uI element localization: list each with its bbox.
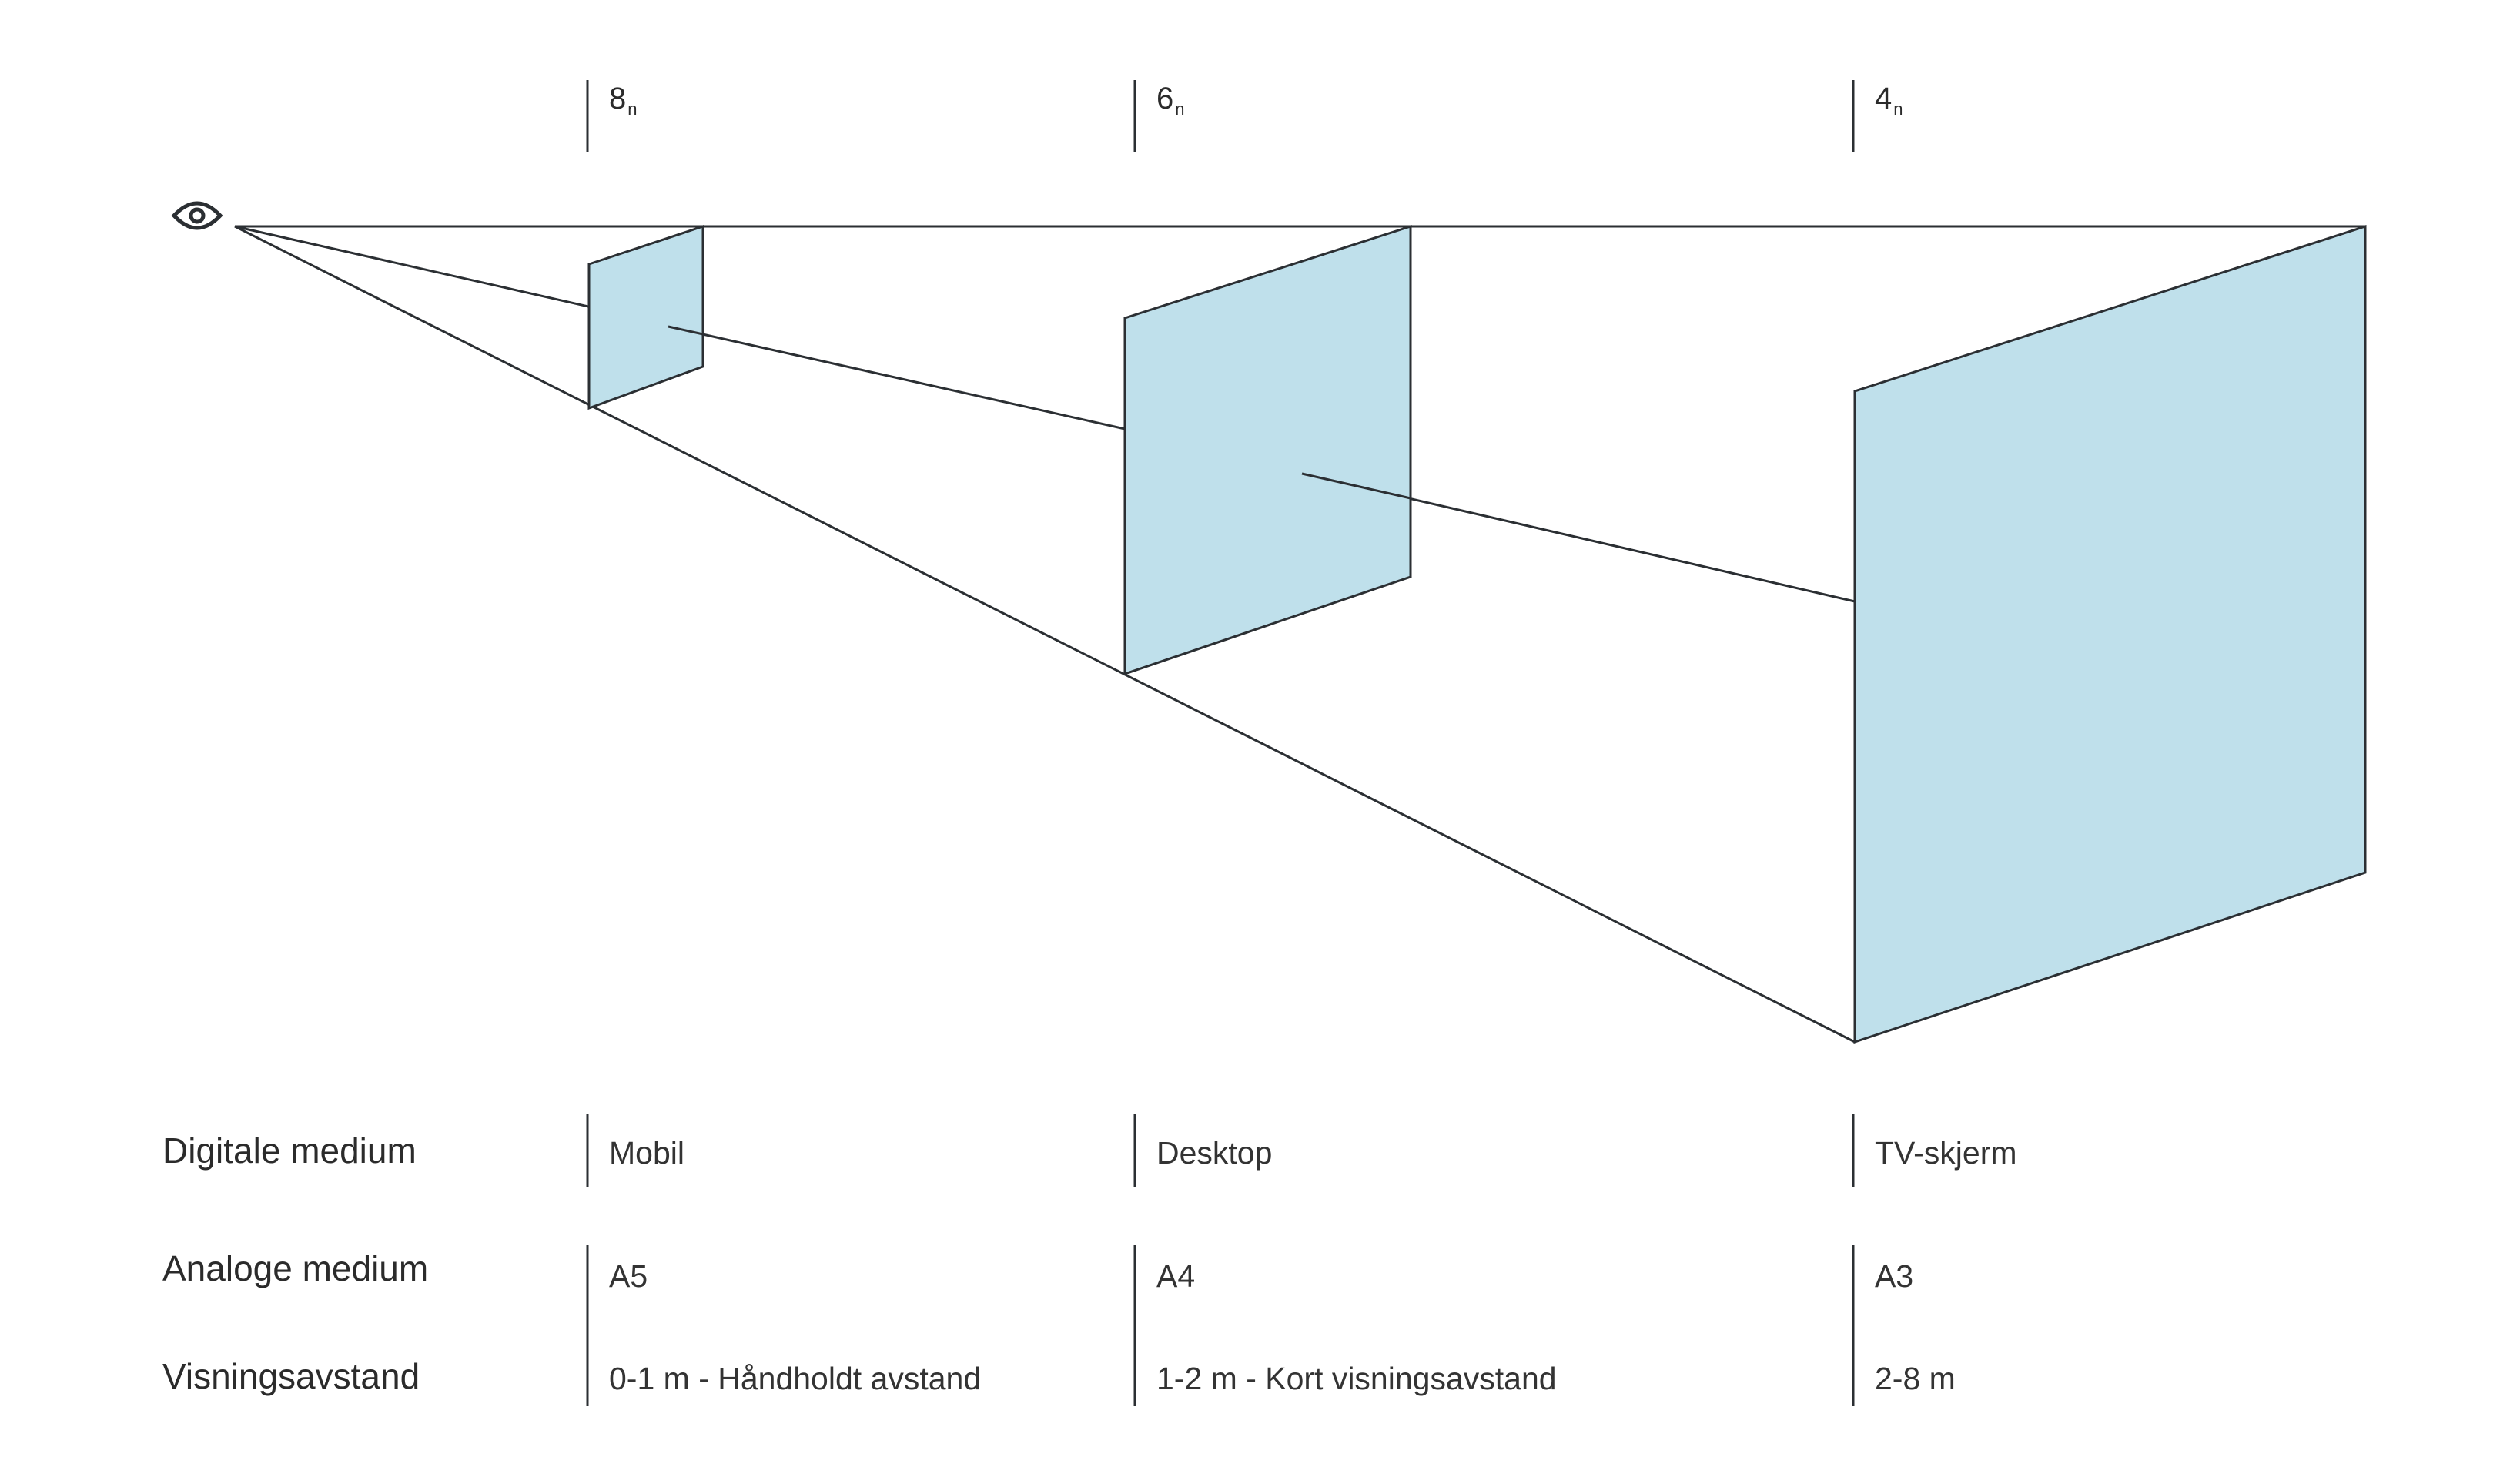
sight-line-over-mobile <box>668 325 704 336</box>
row-label-analog: Analoge medium <box>162 1248 429 1288</box>
row-label-distance: Visningsavstand <box>162 1356 420 1396</box>
row-label-digital: Digitale medium <box>162 1131 417 1171</box>
eye-icon <box>171 201 223 230</box>
digital-cell-tv: TV-skjerm <box>1875 1135 2017 1171</box>
analog-cell-a4: A4 <box>1156 1258 1196 1294</box>
sight-line-mobile-to-desktop <box>668 325 1126 430</box>
digital-cell-mobile: Mobil <box>609 1135 684 1171</box>
sight-line-to-mobile <box>234 225 589 308</box>
distance-cell-mobile: 0-1 m - Håndholdt avstand <box>609 1361 982 1396</box>
analog-cell-a5: A5 <box>609 1258 648 1294</box>
scale-label-mobile: 8n <box>609 82 638 119</box>
distance-cell-desktop: 1-2 m - Kort visningsavstand <box>1156 1361 1557 1396</box>
digital-cell-desktop: Desktop <box>1156 1135 1273 1171</box>
scale-label-desktop: 6n <box>1156 82 1185 119</box>
desktop-screen <box>1123 224 1412 676</box>
distance-cell-tv: 2-8 m <box>1875 1361 1956 1396</box>
mobile-screen <box>587 224 704 410</box>
tv-screen <box>1853 224 2367 1044</box>
scale-label-tv: 4n <box>1875 82 1903 119</box>
sight-line-over-desktop <box>1301 472 1411 500</box>
bottom-sight-line <box>234 225 1856 1044</box>
analog-cell-a3: A3 <box>1875 1258 1914 1294</box>
